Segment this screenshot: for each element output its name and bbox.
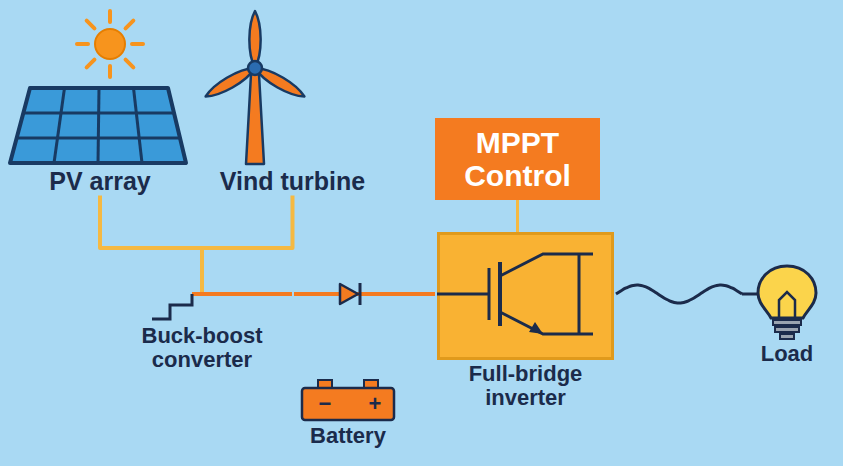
converter-block: Buck-boost converter	[110, 282, 294, 372]
terminal-sign: −	[310, 393, 340, 415]
channel-bar	[498, 262, 502, 326]
terminal-stub	[579, 254, 593, 334]
output-wire	[192, 292, 292, 296]
wire-connector	[294, 292, 435, 296]
diode-symbol	[340, 284, 358, 304]
gate-plate	[488, 268, 491, 320]
panel-grid	[134, 88, 143, 163]
box-label: MPPT Control	[441, 126, 594, 192]
sun-ray	[108, 11, 112, 22]
control-box: MPPT Control	[435, 118, 600, 200]
bulb-glass	[758, 266, 816, 318]
wire-connector	[616, 285, 742, 303]
inv-icon	[437, 232, 614, 360]
inverter-block: Full-bridge inverter	[435, 232, 616, 410]
diode-bar	[359, 283, 362, 305]
panel-grid	[98, 88, 99, 163]
emitter-arrow	[529, 322, 543, 334]
gate-lead	[437, 293, 489, 296]
component-label: Battery	[310, 424, 386, 448]
battery-block: Battery	[288, 378, 408, 448]
sun-ray	[87, 21, 95, 29]
bulb-filament	[779, 292, 795, 318]
inverter-box	[439, 234, 613, 359]
component-label: Load	[761, 342, 814, 366]
panel-grid	[23, 112, 174, 115]
component-label: Full-bridge inverter	[435, 362, 616, 410]
converter-symbol	[152, 294, 192, 319]
pv-icon	[0, 6, 200, 166]
pv-array: PV array	[0, 6, 200, 196]
sun-ray	[126, 60, 134, 68]
collector-lead	[500, 254, 579, 276]
panel-grid	[54, 88, 65, 163]
turbine-hub	[248, 61, 262, 75]
bulb-base	[780, 334, 794, 339]
freewheel-line	[578, 254, 581, 334]
battery-body	[302, 388, 394, 420]
sun-ray	[87, 60, 95, 68]
emitter-lead	[500, 312, 579, 334]
wind-turbine: Vind turbine	[200, 6, 385, 196]
wind-icon	[200, 6, 385, 166]
load-block: Load	[742, 262, 832, 366]
wire-connector	[516, 200, 519, 232]
panel-grid	[17, 137, 180, 140]
component-label: PV array	[49, 168, 150, 196]
turbine-blade	[249, 11, 260, 68]
turbine-tower	[246, 74, 264, 164]
batt-icon	[288, 378, 408, 422]
sun-ray	[132, 42, 143, 46]
buck-icon	[112, 282, 292, 322]
sun-ray	[126, 21, 134, 29]
terminal-sign: +	[360, 393, 390, 415]
bulb-base	[775, 327, 799, 332]
sun-disc	[95, 29, 125, 59]
wire-connector	[100, 196, 202, 283]
bulb-base	[773, 320, 801, 325]
solar-panel	[10, 88, 186, 163]
sun-ray	[77, 42, 88, 46]
component-label: Vind turbine	[220, 168, 365, 196]
sun-ray	[108, 66, 112, 77]
bulb-icon	[742, 262, 832, 340]
wire-connector	[202, 196, 293, 283]
component-label: Buck-boost converter	[110, 324, 294, 372]
